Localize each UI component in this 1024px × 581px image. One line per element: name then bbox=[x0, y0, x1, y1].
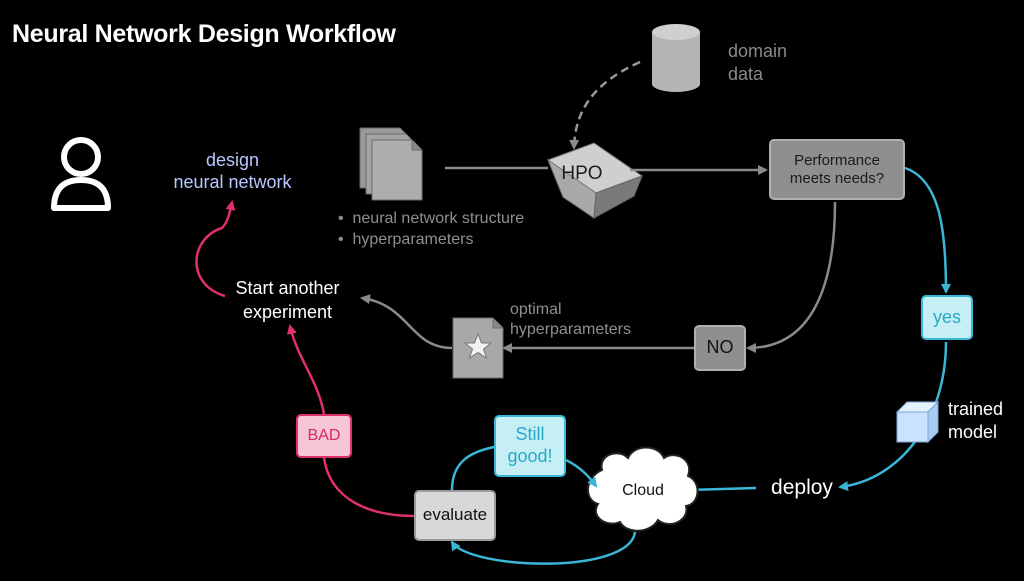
still-good-box: Still good! bbox=[494, 415, 566, 477]
star-document-icon bbox=[452, 317, 504, 379]
design-label-line1: design bbox=[205, 150, 260, 170]
flow-domain-data-to-hpo bbox=[569, 60, 641, 150]
user-icon bbox=[51, 137, 111, 211]
evaluate-box: evaluate bbox=[414, 490, 496, 541]
artifacts-list: • neural network structure • hyperparame… bbox=[338, 208, 524, 250]
page-title: Neural Network Design Workflow bbox=[12, 20, 396, 48]
flow-evaluate-to-bad bbox=[322, 457, 415, 518]
flow-performance-to-yes bbox=[904, 166, 951, 294]
flow-optimal-to-start bbox=[360, 294, 453, 350]
domain-data-label: domain data bbox=[728, 41, 788, 84]
database-icon bbox=[652, 24, 700, 92]
cloud-label: Cloud bbox=[622, 482, 664, 499]
flow-cloud-to-evaluate bbox=[450, 531, 637, 565]
optimal-hyperparameters-label: optimal hyperparameters bbox=[510, 301, 631, 338]
trained-model-label: trained model bbox=[948, 399, 1004, 442]
artifact-item: • neural network structure bbox=[338, 210, 525, 227]
flow-bad-to-start bbox=[286, 324, 326, 415]
cube-icon bbox=[895, 400, 940, 444]
flow-still-good-to-cloud bbox=[565, 458, 598, 488]
yes-box: yes bbox=[921, 295, 973, 340]
flow-performance-to-no bbox=[746, 201, 837, 353]
start-another-experiment-label: Start another experiment bbox=[235, 278, 340, 322]
design-label-line2: neural network bbox=[173, 171, 292, 192]
design-neural-network-label: design neural network bbox=[150, 150, 315, 193]
document-stack-icon bbox=[359, 127, 423, 201]
no-box: NO bbox=[694, 325, 746, 371]
hpo-cube-icon bbox=[546, 142, 644, 219]
flow-deploy-to-cloud bbox=[686, 484, 757, 495]
artifact-item: • hyperparameters bbox=[338, 231, 474, 248]
bad-box: BAD bbox=[296, 414, 352, 458]
flow-start-to-design bbox=[195, 200, 236, 298]
performance-decision-box: Performance meets needs? bbox=[769, 139, 905, 200]
flow-evaluate-to-still-good bbox=[450, 445, 495, 491]
cloud-icon bbox=[587, 446, 699, 532]
hpo-label: HPO bbox=[561, 163, 603, 184]
deploy-label: deploy bbox=[771, 476, 833, 499]
